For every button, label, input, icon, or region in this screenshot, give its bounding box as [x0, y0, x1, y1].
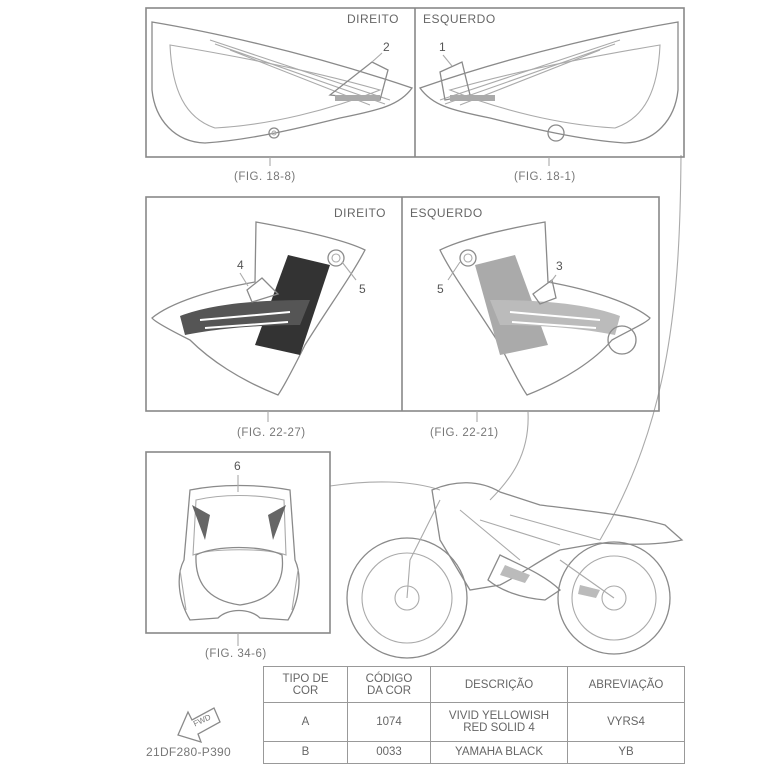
callout-3: 3 — [556, 259, 563, 273]
callout-1: 1 — [439, 40, 446, 54]
side-cover-left — [418, 21, 679, 144]
cell-code: 0033 — [347, 740, 431, 765]
tank-shroud-right — [151, 221, 366, 396]
panel-label-mid-left-side: ESQUERDO — [410, 206, 483, 220]
cell-description: YAMAHA BLACK — [430, 740, 568, 765]
table-row: B 0033 YAMAHA BLACK YB — [263, 740, 685, 765]
leader-line-top — [599, 154, 682, 541]
header-color-code: CÓDIGO DA COR — [347, 665, 431, 704]
header-description: DESCRIÇÃO — [430, 665, 568, 704]
callout-4: 4 — [237, 258, 244, 272]
cell-type: B — [263, 740, 348, 765]
front-number-plate — [178, 475, 300, 621]
cell-abbreviation: VYRS4 — [567, 702, 685, 742]
document-code: 21DF280-P390 — [146, 745, 231, 759]
side-cover-right — [151, 21, 414, 144]
fig-ref-22-21: (FIG. 22-21) — [430, 427, 499, 439]
motorcycle-outline — [346, 482, 684, 659]
cell-code: 1074 — [347, 702, 431, 742]
fig-ref-18-1: (FIG. 18-1) — [514, 171, 576, 183]
callout-5-right: 5 — [359, 282, 366, 296]
fig-ref-18-8: (FIG. 18-8) — [234, 171, 296, 183]
color-table-header: TIPO DE COR CÓDIGO DA COR DESCRIÇÃO ABRE… — [263, 665, 685, 704]
leader-line-front — [329, 481, 441, 491]
fig-ref-34-6: (FIG. 34-6) — [205, 648, 267, 660]
panel-label-top-right-side: DIREITO — [347, 12, 399, 26]
panel-label-top-left-side: ESQUERDO — [423, 12, 496, 26]
header-color-type: TIPO DE COR — [263, 665, 348, 704]
leader-line-mid — [489, 411, 529, 501]
callout-5-left: 5 — [437, 282, 444, 296]
callout-6: 6 — [234, 459, 241, 473]
fwd-arrow-icon — [177, 707, 221, 744]
tank-shroud-left — [439, 221, 651, 396]
cell-abbreviation: YB — [567, 740, 685, 765]
callout-2: 2 — [383, 40, 390, 54]
color-table: TIPO DE COR CÓDIGO DA COR DESCRIÇÃO ABRE… — [263, 665, 685, 765]
panel-label-mid-right-side: DIREITO — [334, 206, 386, 220]
fig-ref-22-27: (FIG. 22-27) — [237, 427, 306, 439]
cell-type: A — [263, 702, 348, 742]
table-row: A 1074 VIVID YELLOWISH RED SOLID 4 VYRS4 — [263, 702, 685, 742]
header-abbreviation: ABREVIAÇÃO — [567, 665, 685, 704]
cell-description: VIVID YELLOWISH RED SOLID 4 — [430, 702, 568, 742]
